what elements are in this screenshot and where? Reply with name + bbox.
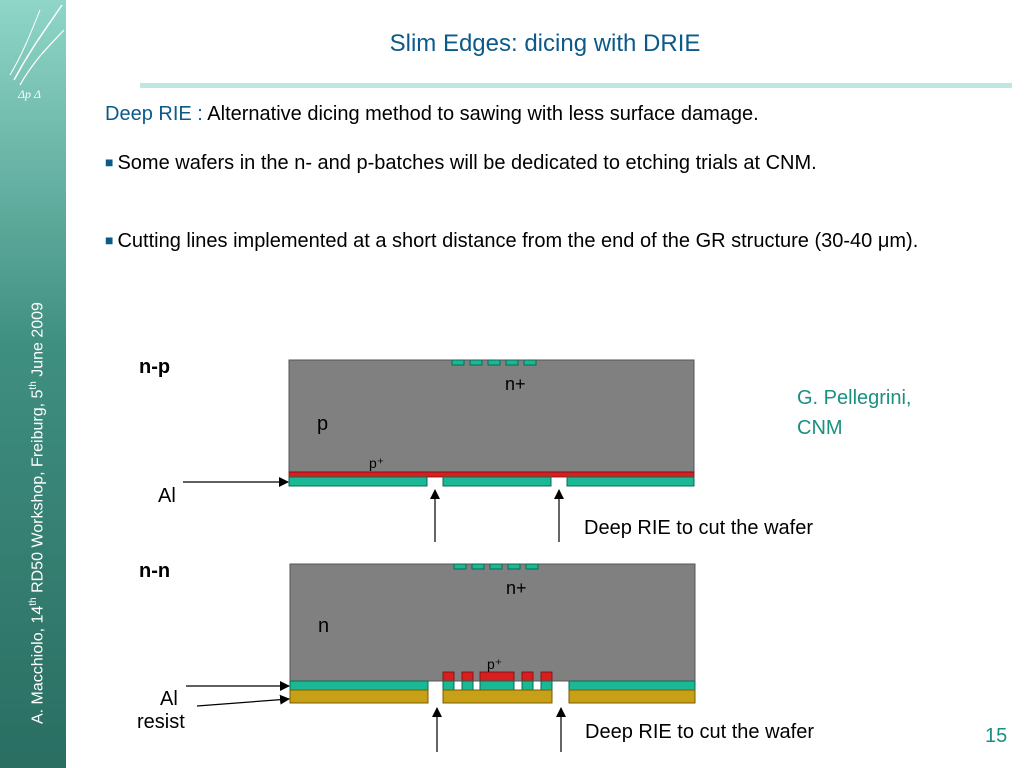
nn-bulk-label: n — [318, 615, 329, 637]
nn-metal-label: Al — [160, 688, 178, 710]
nn-top-implants — [453, 563, 539, 570]
lead-paragraph: Deep RIE : Alternative dicing method to … — [105, 100, 1010, 129]
lead-label: Deep RIE : — [105, 103, 203, 125]
np-aluminium-layer — [288, 476, 695, 487]
page-number: 15 — [985, 725, 1008, 747]
title-underline — [140, 83, 1012, 88]
np-title: n-p — [139, 356, 170, 378]
lead-text: Alternative dicing method to sawing with… — [202, 103, 759, 125]
nn-resist-label: resist — [137, 711, 185, 733]
sidebar: Δp Δ A. Macchiolo, 14th RD50 Workshop, F… — [0, 0, 66, 768]
nn-bulk — [289, 563, 696, 682]
nn-top-implant-label: n+ — [506, 578, 527, 598]
nn-title: n-n — [139, 560, 170, 582]
bullet-square-icon: ■ — [105, 232, 114, 248]
nn-resist-layer — [289, 689, 696, 704]
np-p-plus-layer — [288, 471, 695, 478]
workshop-logo-icon: Δp Δ — [9, 4, 65, 101]
np-rie-label: Deep RIE to cut the wafer — [584, 517, 813, 539]
np-bulk — [288, 359, 695, 473]
np-bulk-label: p — [317, 413, 328, 435]
bullet-item-1: ■Some wafers in the n- and p-batches wil… — [105, 152, 817, 174]
np-top-implant-label: n+ — [505, 374, 526, 394]
nn-aluminium-layer — [289, 680, 696, 691]
nn-rie-label: Deep RIE to cut the wafer — [585, 721, 814, 743]
bullet-square-icon: ■ — [105, 154, 114, 170]
slide-title: Slim Edges: dicing with DRIE — [389, 30, 701, 57]
svg-text:Δp Δ: Δp Δ — [17, 87, 41, 101]
np-top-implants — [451, 359, 537, 366]
bullet-item-2: ■Cutting lines implemented at a short di… — [105, 230, 919, 252]
nn-back-implant-label: p⁺ — [487, 656, 502, 672]
np-back-implant-label: p⁺ — [369, 455, 384, 471]
image-credit: G. Pellegrini, CNM — [797, 387, 912, 439]
np-metal-label: Al — [158, 485, 176, 507]
nn-resist-arrow — [196, 694, 290, 707]
